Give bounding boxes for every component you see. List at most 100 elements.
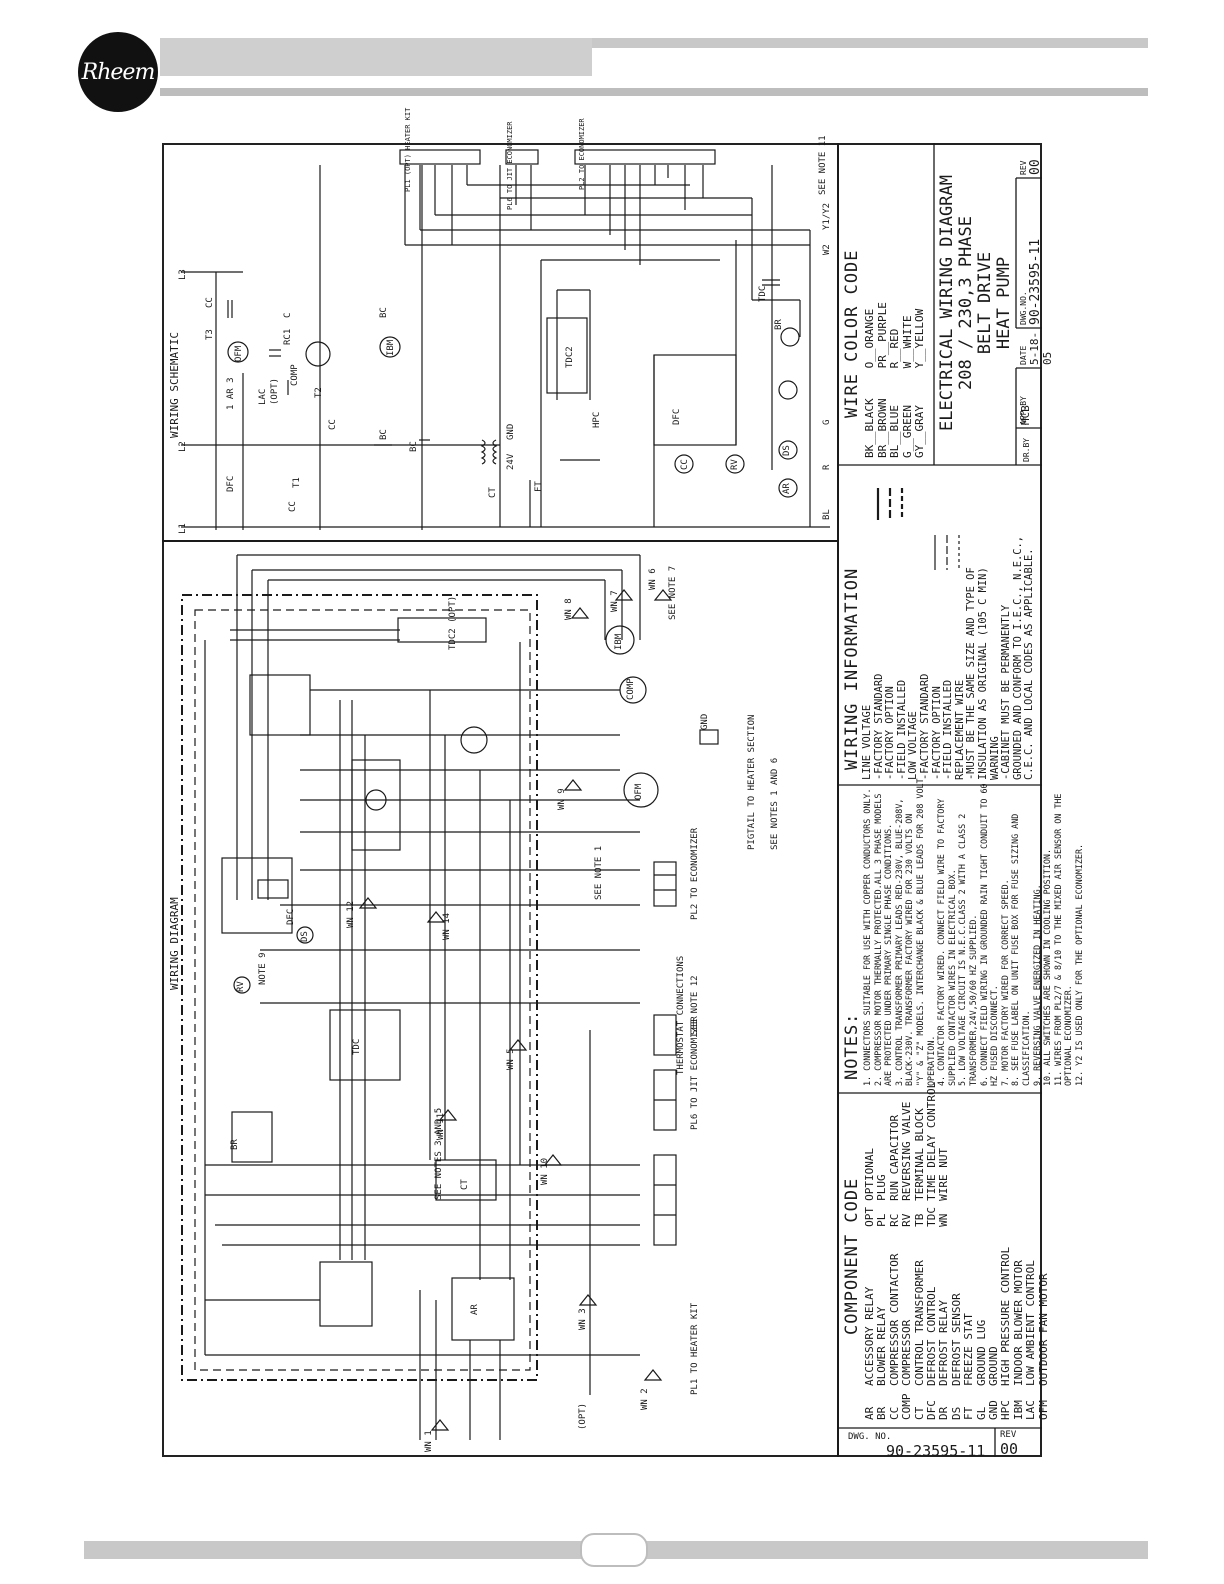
label-t3: T3 — [205, 329, 215, 340]
note-line: BLACK-230V. TRANSFORMER FACTORY WIRED FO… — [904, 813, 915, 1086]
note-line: 11. WIRES FROM PL2/7 & 8/10 TO THE MIXED… — [1052, 793, 1063, 1086]
wire-color-item: R__RED — [888, 328, 902, 369]
label-rc1: RC1 — [283, 328, 293, 345]
label-cc-1: CC — [288, 501, 298, 512]
wiring-info-line: -FACTORY STANDARD — [918, 673, 931, 780]
note-line: HZ FUSED DISCONNECT. — [989, 985, 1000, 1086]
wd-label-wn8: WN 8 — [564, 598, 574, 620]
label-comp-schem: COMP — [290, 364, 300, 386]
label-lac-opt: (OPT) — [270, 377, 280, 405]
note-line: OPERATION. — [925, 1035, 936, 1086]
wiring-info-list: LINE VOLTAGE -FACTORY STANDARD -FACTORY … — [861, 480, 1036, 780]
wd-label-see-note-1: SEE NOTE 1 — [594, 845, 604, 900]
component-code-title: COMPONENT CODE — [842, 1177, 862, 1335]
label-t1: T1 — [292, 477, 302, 488]
note-line: TRANSFORMER,24V,50/60 HZ SUPPLIED. — [967, 914, 978, 1086]
title-block-heading: ELECTRICAL WIRING DIAGRAM 208 / 230,3 PH… — [937, 148, 1014, 458]
label-bl: BL — [822, 509, 832, 520]
dwgno-value: 90-23595-11 — [1028, 238, 1043, 325]
label-cc-3: CC — [205, 297, 215, 308]
wd-label-comp: COMP — [626, 678, 636, 700]
wd-label-ofm: OFM — [634, 783, 644, 800]
label-gnd-schem: GND — [506, 423, 516, 440]
wd-label-pl6-econ: PL6 TO JIT ECONOMIZER — [690, 1016, 700, 1130]
note-line: 5. LOW VOLTAGE CIRCUIT IS N.E.C.CLASS 2 … — [957, 813, 968, 1086]
label-lac: LAC — [258, 388, 268, 405]
wiring-info-line: C.E.C. AND LOCAL CODES AS APPLICABLE. — [1023, 548, 1036, 780]
wd-label-wn6: WN 6 — [648, 568, 658, 590]
note-line: "Y" & "Z" MODELS. INTERCHANGE BLACK & BL… — [914, 778, 925, 1086]
wiring-info-line: -CABINET MUST BE PERMANENTLY — [1000, 604, 1013, 780]
wiring-info-line: -FIELD INSTALLED — [942, 679, 955, 780]
label-y1y2: Y1/Y2 — [822, 202, 832, 230]
label-ofm-schem: OFM — [234, 345, 244, 362]
title-line: ELECTRICAL WIRING DIAGRAM — [937, 175, 957, 431]
label-ds-schem: DS — [782, 445, 792, 456]
date-label: DATE — [1019, 345, 1028, 365]
wd-label-wn3: WN 3 — [578, 1308, 588, 1330]
wd-label-wn1: WN 1 — [424, 1430, 434, 1452]
note-line: 2. COMPRESSOR MOTOR THERMALLY PROTECTED.… — [872, 793, 883, 1086]
note-line: SUPPLIED CONTACTOR WIRES IN ELECTRICAL B… — [946, 869, 957, 1086]
label-bc-3: BC — [409, 441, 419, 452]
wd-label-note-9: NOTE 9 — [258, 952, 268, 985]
note-line: 12. Y2 IS USED ONLY FOR THE OPTIONAL ECO… — [1073, 843, 1084, 1086]
wd-label-wn10: WN 10 — [540, 1157, 550, 1185]
date-value: 5-18-05 — [1028, 331, 1054, 365]
wd-label-pl1-heater: PL1 TO HEATER KIT — [690, 1302, 700, 1395]
lower-rev-label: REV — [1000, 1430, 1017, 1440]
wd-label-wn12: WN 12 — [346, 900, 356, 928]
note-line: CLASSIFICATION. — [1020, 1010, 1031, 1086]
wd-label-rv: RV — [236, 981, 246, 992]
notes-title: NOTES: — [842, 1012, 862, 1080]
wire-color-code-title: WIRE COLOR CODE — [842, 249, 862, 418]
title-block-rev: REV 00 — [1019, 143, 1043, 175]
lower-rev-value: 00 — [1000, 1440, 1019, 1458]
component-code-block: COMPONENT CODE ARACCESSORY RELAY BRBLOWE… — [842, 1082, 1050, 1420]
wd-label-br: BR — [230, 1139, 240, 1150]
label-ct-schem: CT — [488, 487, 498, 498]
wiring-diagram-title: WIRING DIAGRAM — [168, 897, 181, 990]
label-cc-2: CC — [328, 419, 338, 430]
rheem-logo: Rheem — [78, 32, 158, 112]
title-block-dwgno: DWG.NO. 90-23595-11 — [1019, 175, 1043, 325]
label-l1: L1 — [178, 523, 188, 534]
wd-label-tdc2: TDC2 (OPT) — [448, 595, 458, 650]
label-dfc-board: DFC — [672, 408, 682, 425]
label-ft: FT — [534, 481, 544, 492]
note-line: 3. CONTROL TRANSFORMER PRIMARY LEADS RED… — [893, 798, 904, 1086]
title-block-appby: APP.BY — [1019, 365, 1028, 425]
label-pl2-econ: PL2 TO ECONOMIZER — [578, 118, 586, 190]
drby-label: DR.BY — [1022, 437, 1031, 462]
note-line: OPTIONAL ECONOMIZER. — [1063, 985, 1074, 1086]
wd-label-wn2: WN 2 — [640, 1388, 650, 1410]
label-r: R — [822, 464, 832, 470]
wire-color-item: O__ORANGE — [863, 308, 876, 369]
lower-dwg-block: DWG. NO. 90-23595-11 — [848, 1432, 994, 1460]
title-line: 208 / 230,3 PHASE — [956, 216, 976, 390]
diagram-frame — [162, 143, 1042, 1457]
label-l3: L3 — [178, 269, 188, 280]
wd-label-gnd: GND — [700, 713, 710, 730]
wiring-info-block: WIRING INFORMATION LINE VOLTAGE -FACTORY… — [842, 480, 1036, 780]
wiring-info-line: INSULATION AS ORIGINAL (105 C MIN) — [976, 567, 989, 780]
component-code-list-1: ARACCESSORY RELAY BRBLOWER RELAY CCCOMPR… — [863, 1247, 1050, 1420]
header-rule — [160, 88, 1148, 96]
wd-label-wn9: WN 9 — [557, 788, 567, 810]
wd-label-ar: AR — [470, 1304, 480, 1315]
label-pl1-heater: PL1 (OPT) HEATER KIT — [404, 107, 412, 192]
label-pl6-econ: PL6 TO JIT ECONOMIZER — [506, 121, 514, 210]
notes-block: NOTES: 1. CONNECTORS SUITABLE FOR USE WI… — [842, 778, 1084, 1090]
component-code-item: WNWIRE NUT — [937, 1147, 951, 1227]
label-bc-1: BC — [379, 307, 389, 318]
wd-label-see-notes-1-6: SEE NOTES 1 AND 6 — [770, 757, 780, 850]
wire-color-col-left: BK__BLACK BR__BROWN BL__BLUE G__GREEN GY… — [863, 398, 927, 458]
note-line: 10. ALL SWITCHES ARE SHOWN IN COOLING PO… — [1042, 849, 1053, 1086]
wire-color-item: BK__BLACK — [863, 398, 876, 458]
header-bar — [160, 38, 1148, 48]
wire-color-item: GY__GRAY — [913, 405, 927, 458]
note-line: 9. REVERSING VALVE ENERGIZED IN HEATING. — [1031, 884, 1042, 1086]
component-code-item: GLGROUND LUG — [974, 1319, 988, 1420]
title-block: ELECTRICAL WIRING DIAGRAM 208 / 230,3 PH… — [937, 148, 1014, 458]
wd-label-dfc: DFC — [286, 908, 296, 925]
